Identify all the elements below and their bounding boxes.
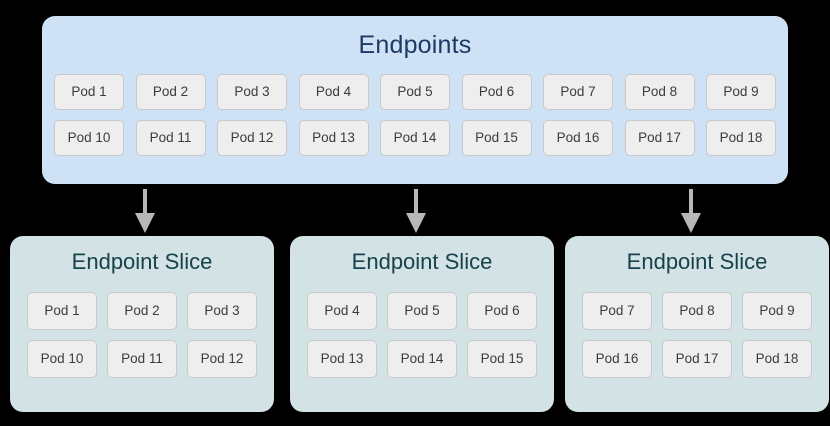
endpoint-slice-title: Endpoint Slice [626,249,768,274]
pod-chip[interactable]: Pod 12 [187,340,257,378]
endpoint-slice-pod-row-2: Pod 13 Pod 14 Pod 15 [307,340,537,378]
endpoints-title: Endpoints [358,31,472,59]
arrow-down-icon [681,189,701,233]
pod-chip[interactable]: Pod 16 [543,120,613,156]
endpoints-pod-row-2: Pod 10 Pod 11 Pod 12 Pod 13 Pod 14 Pod 1… [54,120,776,156]
pod-chip[interactable]: Pod 14 [387,340,457,378]
endpoint-slice-pod-grid: Pod 4 Pod 5 Pod 6 Pod 13 Pod 14 Pod 15 [307,292,537,378]
pod-chip[interactable]: Pod 2 [107,292,177,330]
pod-chip[interactable]: Pod 3 [217,74,287,110]
endpoint-slice-pod-grid: Pod 7 Pod 8 Pod 9 Pod 16 Pod 17 Pod 18 [582,292,812,378]
endpoints-panel: Endpoints Pod 1 Pod 2 Pod 3 Pod 4 Pod 5 … [42,16,788,184]
pod-chip[interactable]: Pod 18 [706,120,776,156]
endpoint-slice-pod-row-2: Pod 16 Pod 17 Pod 18 [582,340,812,378]
endpoint-slice-pod-row-1: Pod 7 Pod 8 Pod 9 [582,292,812,330]
pod-chip[interactable]: Pod 5 [387,292,457,330]
pod-chip[interactable]: Pod 11 [135,120,206,156]
pod-chip[interactable]: Pod 12 [217,120,287,156]
endpoint-slice-panel-1: Endpoint Slice Pod 1 Pod 2 Pod 3 Pod 10 … [10,236,274,412]
pod-chip[interactable]: Pod 17 [624,120,695,156]
pod-chip[interactable]: Pod 16 [582,340,652,378]
endpoint-slice-panel-2: Endpoint Slice Pod 4 Pod 5 Pod 6 Pod 13 … [290,236,554,412]
pod-chip[interactable]: Pod 8 [624,74,695,110]
pod-chip[interactable]: Pod 10 [27,340,97,378]
pod-chip[interactable]: Pod 17 [662,340,732,378]
pod-chip[interactable]: Pod 9 [742,292,812,330]
endpoint-slice-pod-grid: Pod 1 Pod 2 Pod 3 Pod 10 Pod 11 Pod 12 [27,292,257,378]
pod-chip[interactable]: Pod 2 [135,74,206,110]
pod-chip[interactable]: Pod 1 [54,74,124,110]
endpoint-slice-pod-row-2: Pod 10 Pod 11 Pod 12 [27,340,257,378]
pod-chip[interactable]: Pod 5 [380,74,450,110]
pod-chip[interactable]: Pod 13 [307,340,377,378]
pod-chip[interactable]: Pod 3 [187,292,257,330]
pod-chip[interactable]: Pod 15 [461,120,532,156]
pod-chip[interactable]: Pod 14 [380,120,450,156]
pod-chip[interactable]: Pod 13 [298,120,369,156]
endpoint-slice-pod-row-1: Pod 1 Pod 2 Pod 3 [27,292,257,330]
pod-chip[interactable]: Pod 7 [582,292,652,330]
pod-chip[interactable]: Pod 7 [543,74,613,110]
pod-chip[interactable]: Pod 1 [27,292,97,330]
pod-chip[interactable]: Pod 6 [461,74,532,110]
endpoint-slice-panel-3: Endpoint Slice Pod 7 Pod 8 Pod 9 Pod 16 … [565,236,829,412]
endpoints-pod-row-1: Pod 1 Pod 2 Pod 3 Pod 4 Pod 5 Pod 6 Pod … [54,74,776,110]
pod-chip[interactable]: Pod 10 [54,120,124,156]
pod-chip[interactable]: Pod 18 [742,340,812,378]
arrow-down-icon [406,189,426,233]
pod-chip[interactable]: Pod 4 [298,74,369,110]
pod-chip[interactable]: Pod 11 [107,340,177,378]
pod-chip[interactable]: Pod 8 [662,292,732,330]
pod-chip[interactable]: Pod 6 [467,292,537,330]
endpoint-slice-pod-row-1: Pod 4 Pod 5 Pod 6 [307,292,537,330]
endpoints-pod-grid: Pod 1 Pod 2 Pod 3 Pod 4 Pod 5 Pod 6 Pod … [54,74,776,156]
arrow-down-icon [135,189,155,233]
pod-chip[interactable]: Pod 9 [706,74,776,110]
endpoint-slice-title: Endpoint Slice [351,249,493,274]
endpoint-slice-title: Endpoint Slice [71,249,213,274]
pod-chip[interactable]: Pod 15 [467,340,537,378]
pod-chip[interactable]: Pod 4 [307,292,377,330]
